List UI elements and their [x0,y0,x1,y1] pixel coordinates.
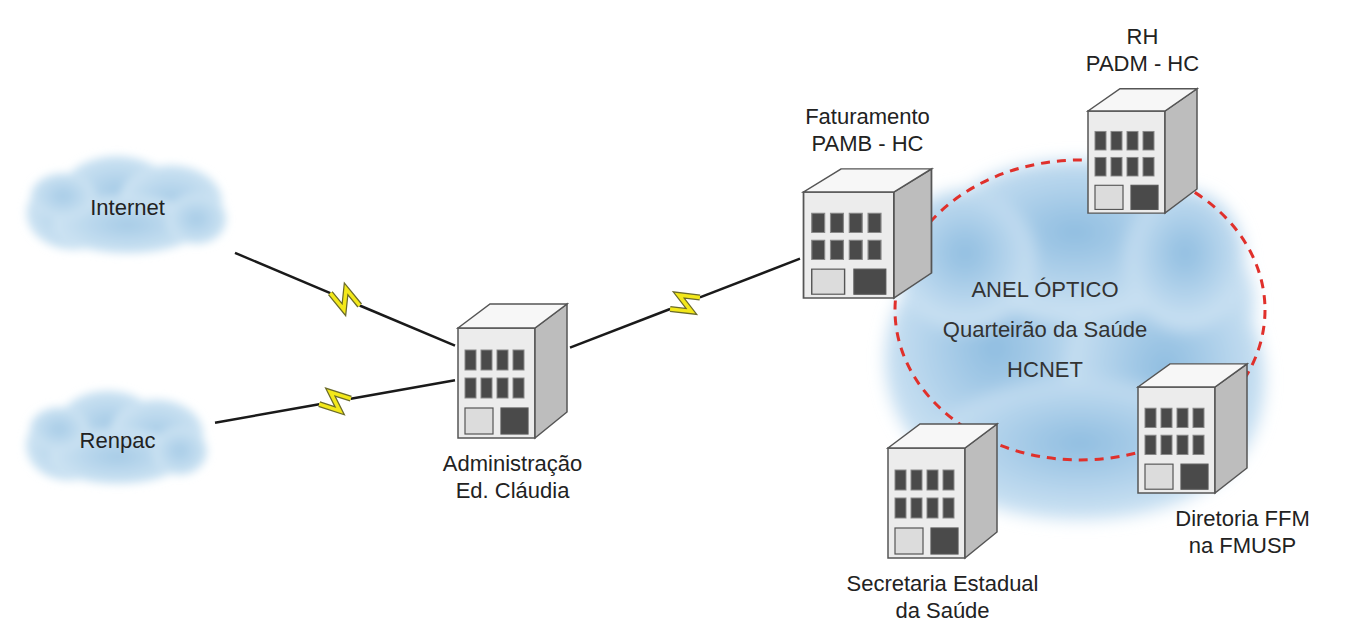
building-label: Faturamento PAMB - HC [785,103,950,157]
network-label: ANEL ÓPTICO Quarteirão da Saúde HCNET [930,270,1160,390]
building-name: Administração Ed. Cláudia [427,450,599,504]
building-icon [800,165,935,300]
cloud-label-wrap: Internet [20,150,235,265]
building-name: Faturamento PAMB - HC [785,103,950,157]
cloud-node: Internet [20,150,235,265]
cloud-label: Internet [90,194,165,221]
building-name: Secretaria Estadual da Saúde [834,570,1052,624]
building-label: Diretoria FFM na FMUSP [1167,505,1319,559]
building-label: Administração Ed. Cláudia [427,450,599,504]
cloud-node: Renpac [20,385,215,495]
wan-link [570,259,800,348]
cloud-label: Renpac [80,427,156,454]
building-icon [455,300,570,440]
building-node: Secretaria Estadual da Saúde [885,420,1000,560]
building-name: Diretoria FFM na FMUSP [1167,505,1319,559]
wan-link [215,380,455,423]
building-node: Administração Ed. Cláudia [455,300,570,440]
building-icon [1135,360,1250,495]
building-name: RH [1068,23,1218,50]
building-icon [885,420,1000,560]
building-node: Faturamento PAMB - HC [800,165,935,300]
building-label: Secretaria Estadual da Saúde [834,570,1052,624]
building-node: Diretoria FFM na FMUSP [1135,360,1250,495]
building-name: PADM - HC [1068,50,1218,77]
building-label: RHPADM - HC [1068,23,1218,77]
building-node: RHPADM - HC [1085,85,1200,215]
wan-link [235,253,455,346]
building-icon [1085,85,1200,215]
cloud-label-wrap: Renpac [20,385,215,495]
